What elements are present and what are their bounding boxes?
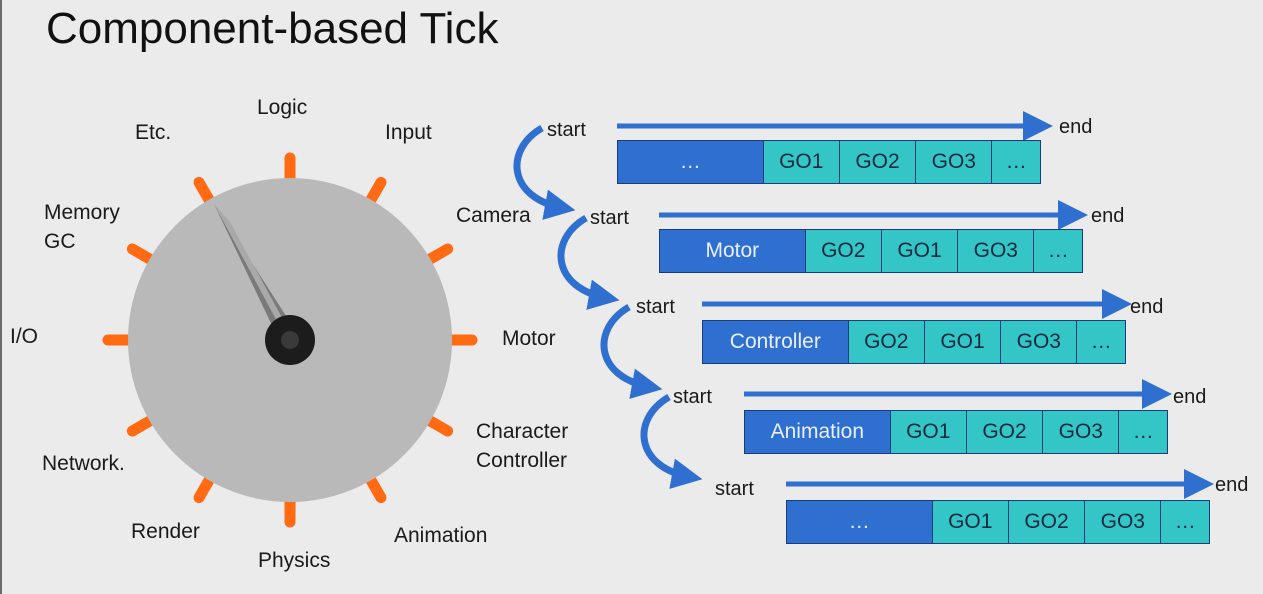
lane-5-end-label: end bbox=[1215, 474, 1249, 496]
lane-5-cell-4: … bbox=[1160, 501, 1209, 543]
lane-1-cell-4: … bbox=[991, 141, 1040, 183]
lane-1-head-cell: … bbox=[618, 141, 763, 183]
connector-4 bbox=[640, 393, 703, 489]
slide-left-border bbox=[0, 0, 2, 594]
lane-4-head-cell: Animation bbox=[745, 411, 890, 453]
lane-1-start-label: start bbox=[547, 119, 586, 141]
lane-3-cell-1: GO2 bbox=[847, 321, 924, 363]
lane-3-bar: Controller GO2 GO1 GO3 … bbox=[702, 320, 1126, 364]
dial-hub-center bbox=[281, 331, 299, 349]
dial-label-animation: Animation bbox=[394, 524, 488, 547]
lane-1-bar: … GO1 GO2 GO3 … bbox=[617, 140, 1041, 184]
lane-5-cell-3: GO3 bbox=[1084, 501, 1161, 543]
lane-4-cell-3: GO3 bbox=[1042, 411, 1119, 453]
lane-3-cell-4: … bbox=[1076, 321, 1125, 363]
lane-2-bar: Motor GO2 GO1 GO3 … bbox=[659, 229, 1083, 273]
dial-label-io: I/O bbox=[10, 325, 39, 348]
lane-4-end-label: end bbox=[1173, 386, 1207, 408]
lane-4-cell-1: GO1 bbox=[889, 411, 966, 453]
dial-label-physics: Physics bbox=[258, 549, 331, 572]
dial-label-controller: Controller bbox=[476, 449, 568, 472]
dial-label-network: Network. bbox=[42, 452, 125, 475]
lane-1-cell-2: GO2 bbox=[838, 141, 916, 183]
lane-2-cell-2: GO1 bbox=[880, 230, 958, 272]
dial-label-logic: Logic bbox=[257, 96, 308, 119]
dial-label-render: Render bbox=[131, 520, 200, 543]
lane-2-head-cell: Motor bbox=[660, 230, 805, 272]
lane-2-cell-1: GO2 bbox=[804, 230, 881, 272]
connector-3 bbox=[600, 303, 663, 399]
dial-label-memory: Memory bbox=[44, 201, 120, 224]
lane-3-cell-3: GO3 bbox=[1000, 321, 1077, 363]
slide-title: Component-based Tick bbox=[46, 4, 499, 53]
dial-label-motor: Motor bbox=[502, 327, 556, 350]
lane-5-cell-2: GO2 bbox=[1007, 501, 1085, 543]
lane-1-cell-3: GO3 bbox=[915, 141, 992, 183]
lane-2-cell-4: … bbox=[1033, 230, 1082, 272]
lane-1-end-label: end bbox=[1059, 116, 1093, 138]
lane-2-end-label: end bbox=[1091, 205, 1125, 227]
dial-label-etc: Etc. bbox=[135, 121, 172, 144]
lane-5-head-cell: … bbox=[787, 501, 932, 543]
dial-label-character: Character bbox=[476, 420, 569, 443]
lane-3-end-label: end bbox=[1130, 296, 1164, 318]
lane-4-bar: Animation GO1 GO2 GO3 … bbox=[744, 410, 1168, 454]
connector-2 bbox=[557, 214, 620, 310]
lane-5-bar: … GO1 GO2 GO3 … bbox=[786, 500, 1210, 544]
dial-label-gc: GC bbox=[44, 230, 76, 253]
lane-5-cell-1: GO1 bbox=[931, 501, 1008, 543]
dial-needle-highlight bbox=[214, 204, 292, 338]
lane-3-cell-2: GO1 bbox=[923, 321, 1001, 363]
lane-1-cell-1: GO1 bbox=[762, 141, 839, 183]
connector-1 bbox=[513, 124, 576, 220]
lane-2-cell-3: GO3 bbox=[957, 230, 1034, 272]
lane-4-start-label: start bbox=[673, 386, 712, 408]
dial-label-camera: Camera bbox=[456, 204, 531, 227]
dial-label-input: Input bbox=[385, 121, 432, 144]
lane-4-cell-2: GO2 bbox=[965, 411, 1043, 453]
lane-5-start-label: start bbox=[715, 478, 754, 500]
lane-3-head-cell: Controller bbox=[703, 321, 848, 363]
lane-2-start-label: start bbox=[590, 207, 629, 229]
lane-4-cell-4: … bbox=[1118, 411, 1167, 453]
lane-3-start-label: start bbox=[636, 296, 675, 318]
